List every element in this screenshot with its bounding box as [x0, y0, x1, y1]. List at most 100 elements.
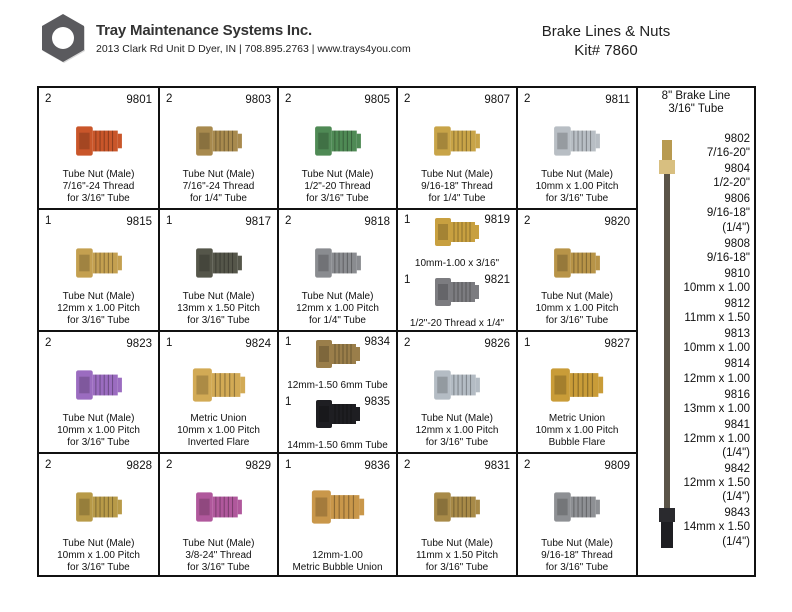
part-description: 12mm-1.50 6mm Tube	[287, 380, 388, 391]
brake-line-sku: 9841	[724, 418, 750, 431]
tube-nut-icon	[75, 248, 122, 278]
brake-line-sku: 9814	[724, 358, 750, 371]
part-description-line: Tube Nut (Male)	[541, 291, 613, 302]
part-sku: 9803	[245, 94, 271, 106]
part-sku: 9807	[484, 94, 510, 106]
brake-line-size: 10mm x 1.00	[683, 281, 750, 294]
brake-line-size: 9/16-18"	[706, 251, 750, 264]
brake-line-sku: 9843	[724, 507, 750, 520]
brake-line-sku: 9810	[724, 267, 750, 280]
brake-line-sku: 9816	[724, 388, 750, 401]
part-description-line: 10mm x 1.00 Pitch	[535, 425, 619, 436]
part-quantity: 1	[45, 215, 52, 227]
fitting-icon	[435, 278, 479, 306]
part-description-line: for 3/16" Tube	[187, 315, 250, 326]
tube-nut-icon	[195, 492, 242, 522]
part-description-line: 12mm x 1.00 Pitch	[415, 425, 499, 436]
tube-nut-icon	[554, 126, 600, 156]
kit-number: Kit# 7860	[574, 42, 638, 59]
brake-line-sku: 9802	[724, 133, 750, 145]
part-description-line: 10mm x 1.00 Pitch	[57, 425, 140, 436]
fitting-icon	[435, 218, 479, 246]
part-description-line: Tube Nut (Male)	[182, 169, 255, 180]
part-description-line: for 3/16" Tube	[545, 562, 609, 573]
part-description-line: for 1/4" Tube	[190, 193, 247, 204]
part-quantity: 2	[524, 459, 531, 471]
part-description-line: for 1/4" Tube	[309, 315, 366, 326]
part-description-line: for 3/16" Tube	[67, 193, 130, 204]
brake-line-size: 12mm x 1.50	[683, 477, 750, 490]
brake-line-note: (1/4")	[722, 446, 750, 459]
kit-title: Brake Lines & Nuts	[541, 23, 671, 40]
brake-line-title-line1: 8" Brake Line	[661, 90, 731, 102]
part-description-line: Tube Nut (Male)	[301, 291, 374, 302]
fitting-icon	[315, 400, 360, 428]
part-description-line: for 1/4" Tube	[428, 193, 486, 204]
union-fitting-icon	[550, 368, 604, 402]
part-description-line: for 3/16" Tube	[67, 315, 130, 326]
part-description-line: Metric Bubble Union	[292, 562, 383, 573]
part-sku: 9821	[484, 274, 510, 286]
part-sku: 9824	[245, 338, 271, 350]
part-description-line: 12mm-1.00	[312, 550, 363, 561]
part-sku: 9819	[484, 214, 510, 226]
part-sku: 9801	[126, 94, 152, 106]
part-quantity: 1	[285, 396, 292, 408]
tube-nut-icon	[434, 492, 480, 522]
kit-title-block: Brake Lines & Nuts Kit# 7860	[536, 22, 676, 60]
part-description-line: Metric Union	[190, 413, 247, 424]
part-quantity: 1	[404, 214, 411, 226]
brake-line-title: 8" Brake Line 3/16" Tube	[638, 90, 754, 116]
part-sku: 9809	[604, 460, 630, 472]
brake-line-sku: 9808	[724, 237, 750, 250]
part-description: 1/2"-20 Thread x 1/4"	[409, 318, 505, 329]
part-sku: 9823	[126, 338, 152, 350]
part-sku: 9828	[126, 460, 152, 472]
part-quantity: 2	[404, 459, 411, 471]
part-description-line: for 3/16" Tube	[67, 562, 130, 573]
part-description-line: for 3/16" Tube	[425, 437, 489, 448]
part-quantity: 2	[285, 93, 292, 105]
tube-nut-icon	[434, 370, 480, 400]
part-description: 14mm-1.50 6mm Tube	[287, 440, 388, 451]
brake-line-note: (1/4")	[722, 535, 750, 548]
part-quantity: 2	[45, 459, 52, 471]
brake-line-note: (1/4")	[722, 491, 750, 504]
tube-nut-icon	[195, 126, 242, 156]
part-description-line: for 3/16" Tube	[425, 562, 489, 573]
hex-nut-logo-icon	[42, 14, 85, 63]
part-description-line: for 3/16" Tube	[545, 193, 609, 204]
part-sku: 9811	[605, 94, 630, 106]
